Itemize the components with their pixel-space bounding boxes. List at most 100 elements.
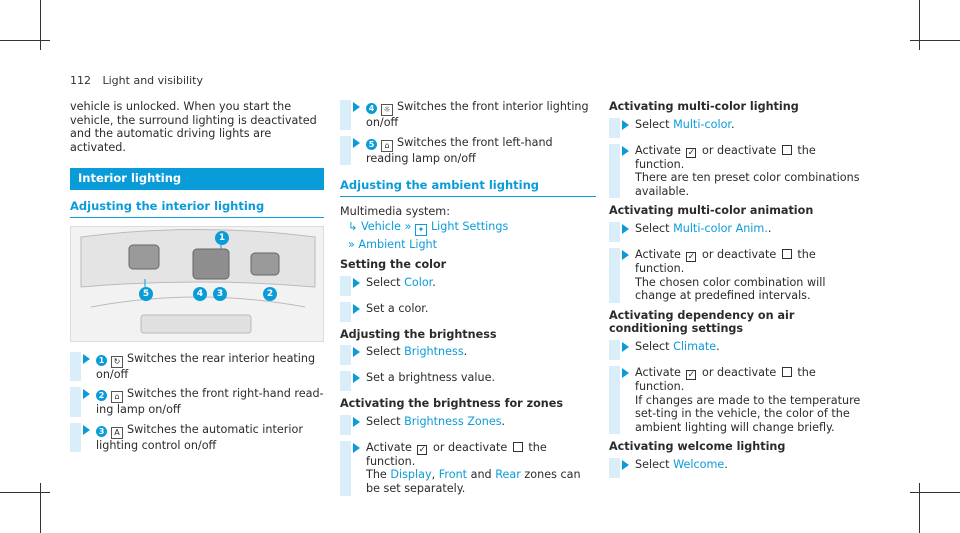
crop-mark	[919, 483, 920, 533]
step-note: If changes are made to the temperature s…	[635, 393, 861, 434]
step-text: the function.	[635, 143, 816, 171]
step-text: or deactivate	[701, 365, 777, 379]
multicolor-anim-link: Multi-color Anim.	[673, 221, 768, 235]
crop-mark	[910, 40, 960, 41]
step-text: or deactivate	[432, 440, 508, 454]
brightness-title: Adjusting the brightness	[340, 327, 497, 341]
setting-color-title: Setting the color	[340, 257, 447, 271]
welcome-link: Welcome	[673, 457, 725, 471]
callout-1: 1	[215, 230, 229, 245]
crop-mark	[0, 40, 50, 41]
step-text: Activate	[635, 365, 681, 379]
step-item: Activate ✓ or deactivate the function. I…	[609, 365, 865, 435]
climate-title: Activating dependency on air conditionin…	[609, 308, 795, 336]
reading-lamp-icon: ⌂	[381, 139, 393, 152]
step-text: Switches the automatic interior lighting…	[96, 422, 303, 452]
step-item: Activate ✓ or deactivate the function. T…	[609, 247, 865, 303]
step-item: Select Brightness Zones.	[340, 414, 596, 435]
page-header: 112 Light and visibility	[70, 74, 203, 88]
animation-title: Activating multi-color animation	[609, 204, 814, 218]
step-text: Select	[635, 221, 670, 235]
front-light-icon: ☼	[381, 104, 393, 116]
step-item: Select Brightness.	[340, 345, 596, 366]
unchecked-box-icon	[512, 441, 523, 452]
seat-light-icon: ✦	[414, 224, 427, 237]
callout-4: 4	[193, 286, 207, 301]
callout-5: 5	[139, 286, 153, 301]
step-item: 5⌂Switches the front left-hand reading l…	[340, 135, 596, 166]
chevron-icon: »	[404, 220, 412, 234]
climate-link: Climate	[673, 339, 717, 353]
callout-2: 2	[263, 286, 277, 301]
header-section: Light and visibility	[102, 74, 203, 87]
step-item: 4☼Switches the front interior lighting o…	[340, 100, 596, 130]
interior-lighting-figure: 1 2 3 4 5	[70, 225, 324, 342]
checked-box-icon: ✓	[417, 444, 428, 455]
rear-heating-icon: ↻	[111, 355, 123, 368]
path-arrow-icon: ↳	[348, 220, 358, 234]
step-item: Select Multi-color Anim..	[609, 221, 865, 242]
multicolor-title: Activating multi-color lighting	[609, 100, 799, 113]
step-note: There are ten preset color combinations …	[635, 171, 860, 198]
column-2: 4☼Switches the front interior lighting o…	[340, 100, 596, 502]
step-note: The chosen color combination will change…	[635, 275, 826, 303]
step-text: Activate	[366, 440, 412, 454]
section-bar: Interior lighting	[70, 168, 324, 190]
crop-mark	[40, 0, 41, 50]
step-text: the function.	[366, 440, 547, 468]
step-text: Activate	[635, 143, 681, 157]
menu-path-2: » Ambient Light	[348, 238, 596, 252]
menu-path: ↳ Vehicle » ✦Light Settings	[348, 220, 596, 237]
unchecked-box-icon	[781, 248, 792, 259]
step-text: Switches the front interior lighting on/…	[366, 100, 589, 129]
crop-mark	[919, 0, 920, 50]
step-text: Select	[366, 414, 401, 428]
crop-mark	[0, 492, 50, 493]
step-text: Switches the rear interior heating on/of…	[96, 351, 316, 381]
step-text: Switches the front left-hand reading lam…	[366, 135, 553, 165]
step-item: 2⌂Switches the front right-hand read-ing…	[70, 387, 324, 417]
step-item: Select Welcome.	[609, 457, 865, 478]
color-link: Color	[404, 275, 433, 289]
step-text: and	[470, 468, 492, 482]
step-number: 1	[96, 354, 107, 366]
overhead-control-panel-illustration	[71, 226, 323, 341]
crop-mark	[40, 483, 41, 533]
crop-mark	[910, 492, 960, 493]
step-item: Activate ✓ or deactivate the function. T…	[340, 440, 596, 496]
column-3: Activating multi-color lighting Select M…	[609, 100, 865, 484]
step-number: 3	[96, 425, 107, 437]
brightness-link: Brightness	[404, 345, 464, 359]
front-link: Front	[438, 468, 468, 482]
multicolor-link: Multi-color	[673, 117, 731, 131]
step-text: Select	[635, 339, 670, 353]
step-text: Select	[366, 275, 401, 289]
step-text: the function.	[635, 247, 816, 275]
zones-title: Activating the brightness for zones	[340, 397, 563, 411]
path-vehicle: Vehicle	[360, 220, 401, 234]
step-text: The	[366, 468, 387, 482]
checked-box-icon: ✓	[686, 251, 697, 262]
step-item: Select Color.	[340, 275, 596, 296]
step-text: zones can be set separately.	[366, 468, 581, 495]
checked-box-icon: ✓	[686, 369, 697, 380]
chevron-icon: »	[348, 238, 355, 252]
intro-text: vehicle is unlocked. When you start the …	[70, 100, 317, 154]
column-1: vehicle is unlocked. When you start the …	[70, 100, 324, 458]
step-item: 1 ↻Switches the rear interior heating on/…	[70, 351, 324, 382]
step-text: the function.	[635, 365, 816, 393]
unchecked-box-icon	[781, 366, 792, 377]
path-ambient-light: Ambient Light	[358, 238, 438, 252]
rear-link: Rear	[495, 468, 521, 482]
display-link: Display	[390, 468, 432, 482]
step-text: Select	[635, 117, 670, 131]
step-text: Select	[366, 345, 401, 359]
step-item: Select Multi-color.	[609, 117, 865, 138]
step-text: Set a brightness value.	[366, 371, 496, 385]
page-number: 112	[70, 74, 91, 87]
step-item: Set a color.	[340, 301, 596, 322]
system-label: Multimedia system:	[340, 204, 450, 218]
reading-lamp-icon: ⌂	[111, 391, 123, 404]
step-item: Activate ✓ or deactivate the function. T…	[609, 143, 865, 199]
